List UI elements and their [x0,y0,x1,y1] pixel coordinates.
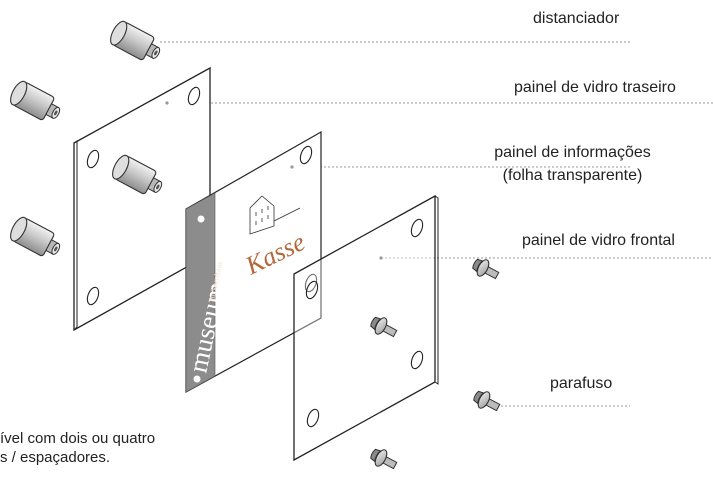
label-info-panel-line2: (folha transparente) [502,167,643,184]
info-panel-sheet: museum im kornhaus Kasse [183,130,322,394]
brand-dot-bottom [193,375,201,383]
label-screw: parafuso [550,375,613,392]
label-rear-glass: painel de vidro traseiro [514,79,676,96]
label-front-glass: painel de vidro frontal [522,232,675,249]
building-icon [249,195,301,235]
label-spacer: distanciador [533,10,620,27]
note-line-2: s / espaçadores. [0,449,111,466]
label-info-panel-line1: painel de informações [494,144,651,161]
brand-dot-top [197,215,205,223]
rear-glass-panel [73,66,211,332]
leader-lines [160,41,713,407]
note-line-1: ível com dois ou quatro [0,430,156,447]
brand-stripe [185,192,216,393]
note-text: ível com dois ou quatro s / espaçadores. [0,429,155,467]
front-glass-panel [293,194,439,462]
